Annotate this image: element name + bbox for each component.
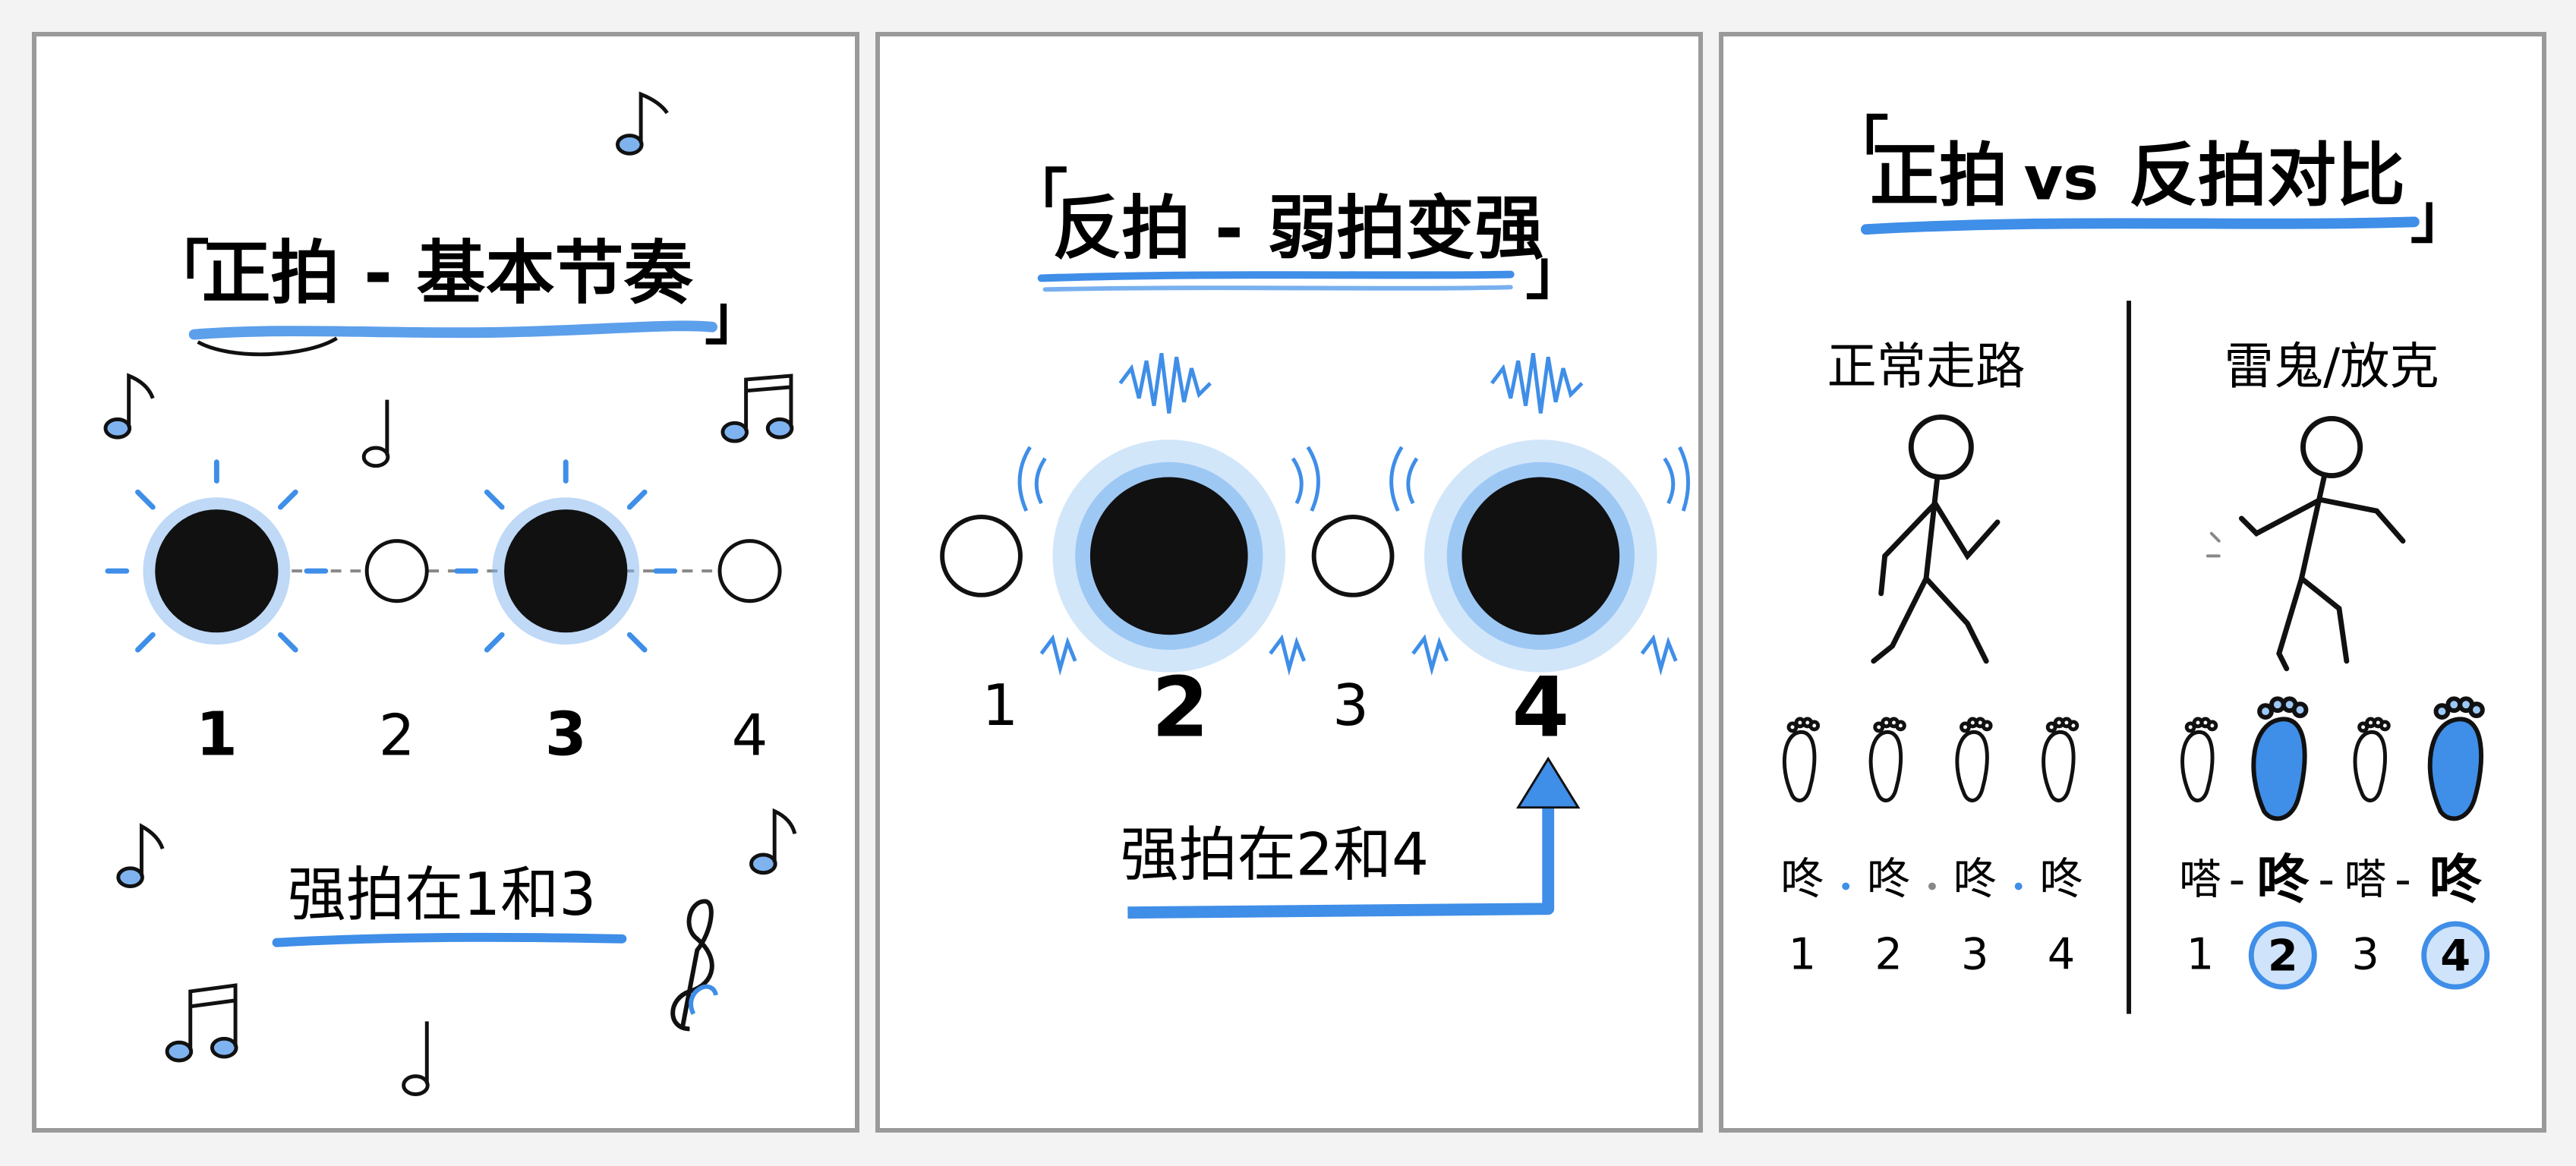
- left-heading: 正常走路: [1827, 338, 2025, 395]
- sound-wave-icon: [1118, 353, 1212, 414]
- sound-label: 嗒: [2344, 856, 2386, 904]
- title-underline: [1037, 270, 1515, 282]
- beat-label-1: 1: [2187, 928, 2215, 979]
- music-note-icon: [361, 399, 390, 468]
- beat-label-2: 2: [1152, 660, 1209, 756]
- beat-label-3: 3: [2351, 928, 2379, 979]
- music-note-icon: [165, 983, 238, 1063]
- music-note-icon: [720, 373, 794, 443]
- title-underline-ink: [197, 336, 338, 357]
- stick-figure-dancing: [2206, 415, 2406, 672]
- title-part-b: 反拍对比: [2129, 137, 2405, 216]
- strong-beat-marker: [1389, 353, 1691, 676]
- sound-label: 咚: [1867, 853, 1910, 904]
- arrow-up-icon: [1515, 756, 1581, 809]
- strong-beat-marker: [105, 459, 329, 653]
- beat-label-4: 4: [2048, 928, 2076, 979]
- sound-label-strong: 咚: [2256, 849, 2310, 910]
- beat-label-1: 1: [1789, 928, 1817, 979]
- sound-label: 咚: [1953, 853, 1997, 904]
- title-close-bracket: 」: [705, 283, 765, 353]
- beat-label-3: 3: [545, 699, 587, 769]
- footprint-icon: [2353, 717, 2391, 802]
- sound-dot: [1928, 882, 1936, 890]
- panel-downbeat: 「 正拍 - 基本节奏 」: [32, 32, 859, 1133]
- weak-beat-marker: [364, 539, 429, 603]
- music-note-icon: [116, 823, 165, 889]
- sound-label-strong: 咚: [2429, 849, 2483, 910]
- panel-title: 正拍 - 基本节奏: [202, 234, 694, 314]
- sound-label: 咚: [2039, 853, 2083, 904]
- beat-highlight-circle: [2421, 921, 2490, 990]
- title-close-bracket: 」: [2410, 181, 2470, 251]
- weak-beat-marker: [717, 539, 782, 603]
- beat-label-3: 3: [1961, 928, 1989, 979]
- title-open-bracket: 「: [1007, 162, 1067, 232]
- footprint-icon: [1868, 717, 1906, 802]
- beat-label-1: 1: [982, 672, 1018, 739]
- beat-label-4: 4: [1512, 660, 1569, 756]
- sound-label: 咚: [1780, 853, 1824, 904]
- right-heading: 雷鬼/放克: [2224, 338, 2439, 395]
- beat-label-1: 1: [196, 699, 238, 769]
- title-open-bracket: 「: [1828, 110, 1888, 180]
- title-underline: [1860, 216, 2420, 235]
- footprint-icon-strong: [2251, 696, 2309, 821]
- panel-downbeat-canvas: 「 正拍 - 基本节奏 」: [103, 91, 797, 1096]
- sound-dot: [2014, 882, 2023, 890]
- stick-figure-walking: [1871, 414, 2001, 664]
- weak-beat-marker: [940, 514, 1023, 597]
- title-vs: vs: [2024, 144, 2099, 214]
- beat-label-2: 2: [1874, 928, 1903, 979]
- title-close-bracket: 」: [1526, 238, 1586, 307]
- beat-label-4: 4: [2440, 930, 2470, 981]
- beat-label-2: 2: [2268, 930, 2298, 981]
- beat-highlight-circle: [2248, 921, 2317, 990]
- panel-backbeat-canvas: 「 反拍 - 弱拍变强 」 1 2 3: [940, 162, 1691, 919]
- sound-label: 嗒: [2179, 856, 2221, 904]
- sound-dot: [1842, 882, 1850, 890]
- strong-beat-marker: [454, 459, 678, 653]
- footprint-icon: [1955, 717, 1993, 802]
- beat-label-2: 2: [379, 701, 415, 768]
- arrow-line: [1127, 796, 1555, 919]
- caption: 强拍在2和4: [1120, 821, 1429, 890]
- caption: 强拍在1和3: [288, 861, 597, 929]
- treble-clef-icon: [670, 899, 718, 1032]
- sound-wave-icon: [1490, 353, 1584, 414]
- panel-comparison: 「 正拍 vs 反拍对比 」 正常走路 雷鬼/放克: [1719, 32, 2546, 1133]
- title-underline: [188, 320, 718, 340]
- panel-backbeat: 「 反拍 - 弱拍变强 」 1 2 3: [875, 32, 1703, 1133]
- weak-beat-marker: [1311, 514, 1395, 597]
- footprint-icon: [1782, 717, 1821, 802]
- music-note-icon: [749, 808, 797, 875]
- panel-title: 反拍 - 弱拍变强: [1052, 189, 1543, 269]
- music-note-icon: [103, 373, 155, 440]
- caption-underline: [272, 932, 627, 947]
- panel-comparison-canvas: 「 正拍 vs 反拍对比 」 正常走路 雷鬼/放克: [1780, 110, 2490, 1014]
- beat-label-4: 4: [732, 701, 768, 768]
- music-note-icon: [616, 91, 669, 156]
- footprint-icon: [2180, 717, 2218, 802]
- footprint-icon-strong: [2427, 696, 2485, 821]
- strong-beat-marker: [1017, 353, 1320, 676]
- title-open-bracket: 「: [149, 234, 209, 304]
- title-part-a: 正拍: [1870, 137, 2008, 216]
- beat-label-3: 3: [1332, 672, 1369, 739]
- music-note-icon: [402, 1021, 430, 1096]
- footprint-icon: [2042, 717, 2079, 802]
- title-underline-2: [1042, 285, 1513, 292]
